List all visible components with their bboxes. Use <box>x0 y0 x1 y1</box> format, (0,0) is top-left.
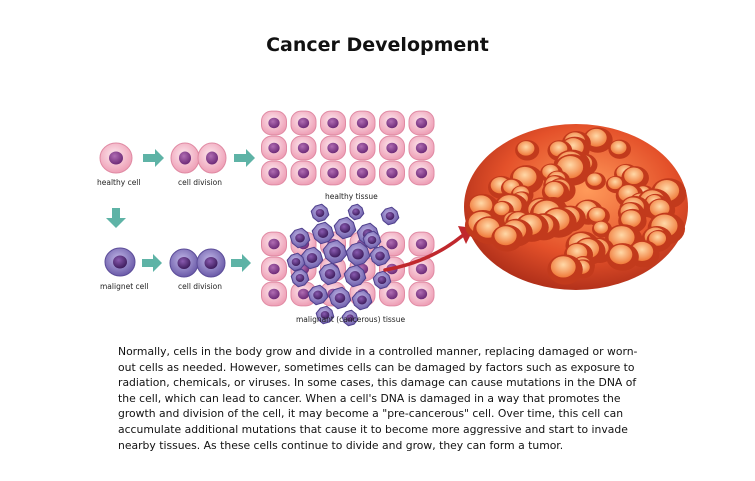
label-malignant-tissue: malignant (cancerous) tissue <box>296 315 406 324</box>
label-healthy-cell: healthy cell <box>97 178 141 187</box>
healthy-tissue <box>261 110 435 186</box>
cancer-cell <box>311 221 335 245</box>
healthy-tissue-cell <box>320 110 346 136</box>
malignant-cell <box>104 247 136 277</box>
healthy-tissue-cell <box>261 281 287 307</box>
arrow-right-icon <box>234 149 255 167</box>
label-cell-division-top: cell division <box>178 178 222 187</box>
healthy-tissue-cell <box>408 231 435 257</box>
arrow-right-icon <box>231 254 251 272</box>
arrow-right-icon <box>143 149 164 167</box>
healthy-tissue-cell <box>408 135 435 161</box>
dividing-malignant-cells <box>169 248 226 278</box>
healthy-tissue-cell <box>349 110 376 136</box>
cancer-cell <box>300 246 324 270</box>
cancer-cell <box>351 289 373 311</box>
cancer-cell <box>289 227 311 249</box>
dividing-healthy-cells <box>170 142 227 174</box>
cancer-cell <box>341 309 359 327</box>
label-healthy-tissue: healthy tissue <box>325 192 378 201</box>
cancer-cell <box>380 206 400 226</box>
tumor-lobe <box>515 139 540 161</box>
cancer-cell <box>315 305 335 325</box>
healthy-tissue-cell <box>261 256 287 282</box>
healthy-tissue-cell <box>349 135 376 161</box>
healthy-tissue-cell <box>408 160 435 186</box>
arrow-right-icon <box>142 254 162 272</box>
healthy-tissue-cell <box>290 110 317 136</box>
tumor-lobe <box>621 166 649 190</box>
healthy-tissue-cell <box>261 110 287 136</box>
tumor-lobe <box>547 254 583 285</box>
cancer-cell <box>343 264 367 288</box>
cancer-cell <box>286 252 306 272</box>
tumor-lobe <box>608 139 632 159</box>
healthy-tissue-cell <box>379 135 405 161</box>
cancer-cell <box>310 203 330 223</box>
cancer-cell <box>362 230 382 250</box>
healthy-tissue-cell <box>290 135 317 161</box>
healthy-tissue-cell <box>290 160 317 186</box>
healthy-tissue-cell <box>261 135 287 161</box>
healthy-tissue-cell <box>408 281 435 307</box>
healthy-tissue-cell <box>320 160 346 186</box>
tumor-lobe <box>606 243 639 271</box>
healthy-tissue-cell <box>320 135 346 161</box>
healthy-tissue-cell <box>379 110 405 136</box>
diagram-title: Cancer Development <box>266 34 489 56</box>
malignant-tissue-cancer-cells <box>286 203 400 327</box>
healthy-tissue-cell <box>261 231 287 257</box>
cancer-cell <box>290 268 310 288</box>
healthy-tissue-cell <box>379 281 405 307</box>
cancer-cell <box>322 239 348 265</box>
cancer-cell <box>307 284 329 306</box>
arrow-down-icon <box>106 208 126 228</box>
cancer-cell <box>333 216 357 240</box>
healthy-tissue-cell <box>379 160 405 186</box>
cancer-cell <box>372 270 392 290</box>
cancer-cell <box>328 286 352 310</box>
tumor-lobe <box>491 224 523 252</box>
tumor-lobe <box>585 172 606 190</box>
cancer-cell <box>318 262 342 286</box>
cancer-cell <box>345 241 371 267</box>
healthy-tissue-cell <box>408 110 435 136</box>
healthy-cell <box>99 142 133 174</box>
healthy-tissue-cell <box>349 160 376 186</box>
cancer-cell <box>347 203 365 221</box>
cancer-cell <box>369 245 391 267</box>
healthy-tissue-cell <box>261 160 287 186</box>
tumor-illustration <box>464 124 688 290</box>
description-paragraph: Normally, cells in the body grow and div… <box>118 345 638 452</box>
label-malignant-cell: malignet cell <box>100 282 149 291</box>
label-cell-division-bottom: cell division <box>178 282 222 291</box>
